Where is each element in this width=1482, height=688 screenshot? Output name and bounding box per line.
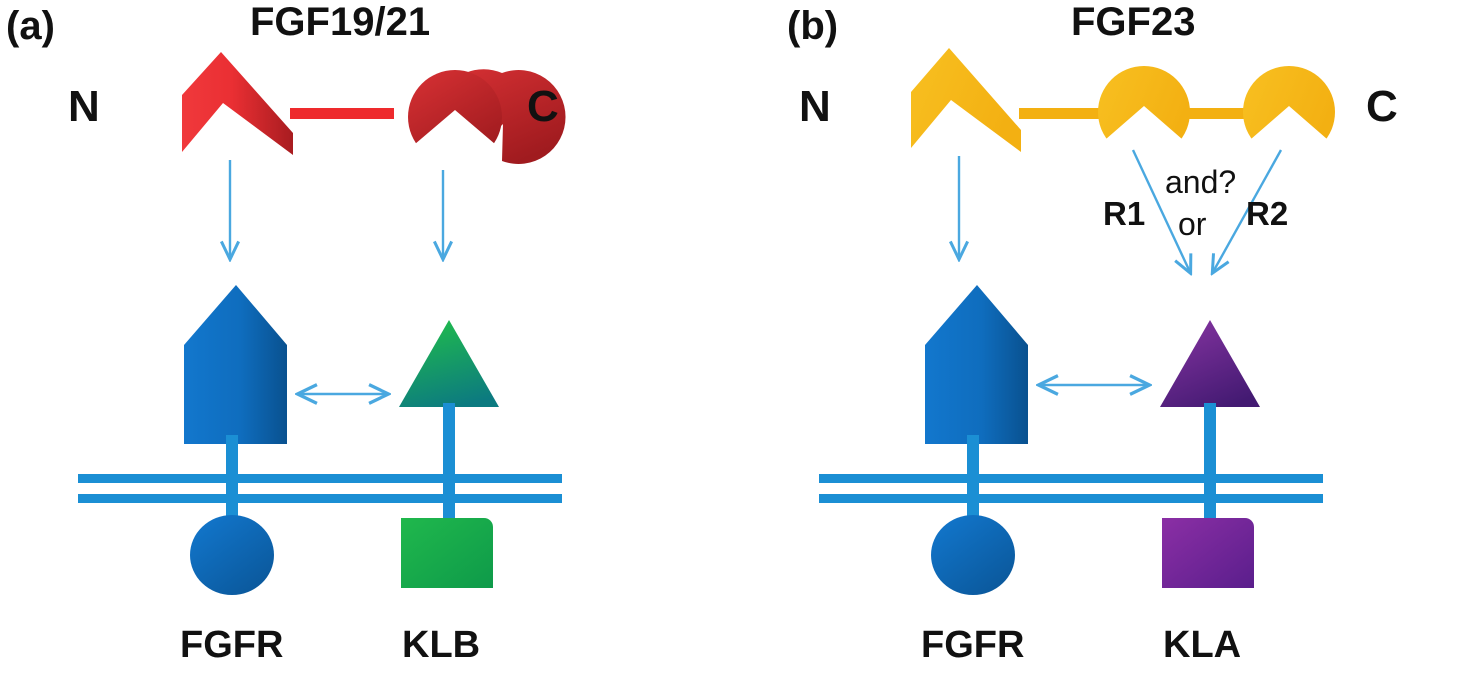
fgfr-ectodomain-pentagon-b [925,285,1028,444]
fgfr-intracellular-circle-a [190,515,274,595]
klb-stalk-membrane-crossing [443,470,455,508]
annotation-and: and? [1165,164,1237,200]
panel-b-tag: (b) [787,4,839,48]
annotation-r2: R2 [1246,195,1289,232]
panel-b-receptor-label-fgfr: FGFR [921,624,1025,666]
fgfr-ectodomain-pentagon-a [184,285,287,444]
panel-a-receptor-label-klb: KLB [402,624,481,666]
fgf23-linker-bar-2 [1187,108,1247,119]
membrane-line-inner-a [78,494,562,503]
panel-b-ligand-title: FGF23 [1071,0,1196,44]
fgf23-c-terminal-notched-circle-r2 [1243,66,1335,164]
membrane-line-outer-a [78,474,562,483]
fgf1921-n-terminal-chevron-shape [182,52,293,155]
panel-b-c-terminus-label: C [1366,82,1398,131]
panel-a-ligand-title: FGF19/21 [250,0,431,44]
fgf1921-c-terminal-notched-circle-shape [408,69,566,168]
fgf23-c-terminal-notched-circle-r1 [1098,66,1190,164]
fgfr-stalk-membrane-crossing-a [226,470,238,508]
panel-b-receptor-label-kla: KLA [1163,624,1242,666]
annotation-r1: R1 [1103,195,1146,232]
panel-a-c-terminus-label: C [527,82,559,131]
klb-ectodomain-triangle [399,320,499,407]
panel-a: (a) FGF19/21 N C FGFR KLB [6,0,566,666]
panel-a-graphics [78,52,566,595]
fgfr-intracellular-circle-b [931,515,1015,595]
panel-a-tag: (a) [6,4,55,48]
panel-a-receptor-label-fgfr: FGFR [180,624,284,666]
fgf23-linker-bar-1 [1019,108,1099,119]
panel-b-n-terminus-label: N [799,82,831,131]
kla-ectodomain-triangle [1160,320,1260,407]
annotation-or: or [1178,206,1207,242]
fgfr-stalk-membrane-crossing-b [967,470,979,508]
fgf23-r2-binding-arrow [1213,149,1283,272]
fgf1921-linker-bar [290,108,394,119]
fgf23-n-terminal-chevron-shape [911,48,1021,152]
kla-intracellular-rectangle [1162,518,1254,588]
panel-b: (b) FGF23 N C R1 and? or R2 FGFR KLA [741,0,1482,688]
kla-stalk-membrane-crossing [1204,470,1216,508]
fgf23-r1-binding-arrow [1131,149,1190,272]
membrane-line-inner-b [819,494,1323,503]
klb-intracellular-rectangle [401,518,493,588]
membrane-line-outer-b [819,474,1323,483]
panel-b-graphics [819,48,1335,595]
panel-a-n-terminus-label: N [68,82,100,131]
